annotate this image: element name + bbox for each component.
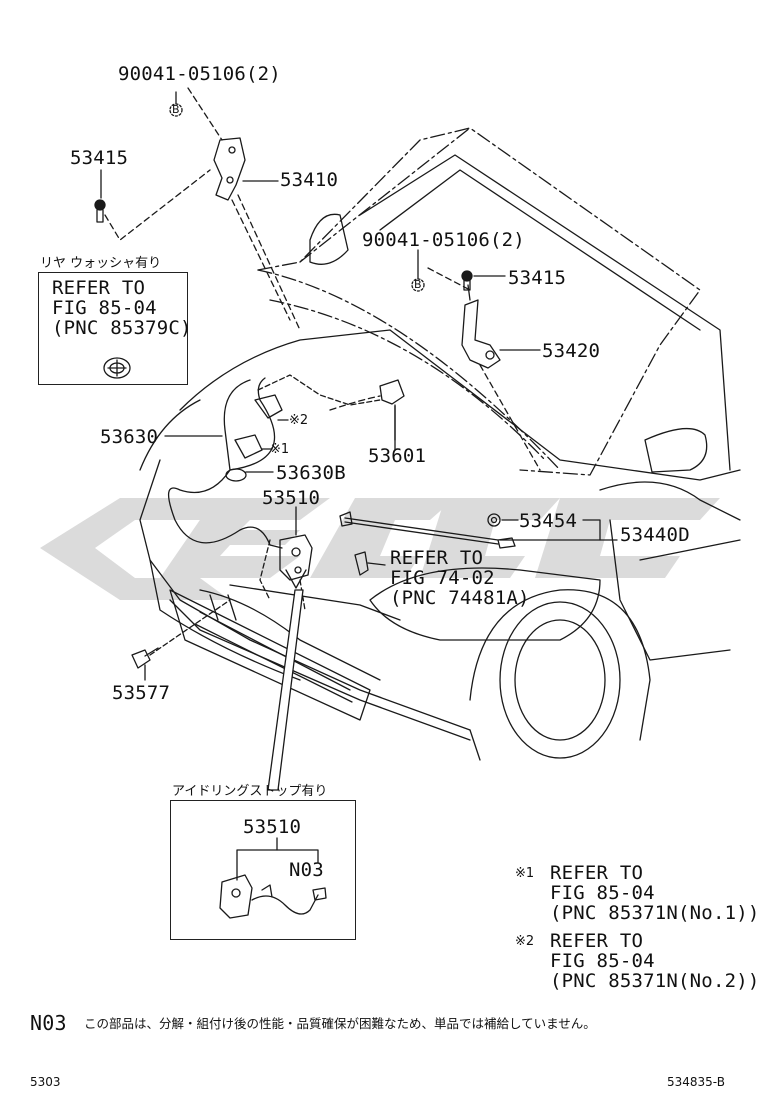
label-53415-right: 53415: [508, 267, 567, 289]
label-53630b: 53630B: [276, 462, 346, 484]
label-53630: 53630: [100, 426, 159, 448]
support-rod-53440d: [344, 517, 499, 541]
release-cable-53630: [168, 379, 271, 546]
refer-fig-74-02: REFER TO FIG 74-02 (PNC 74481A): [390, 547, 530, 609]
mirror-left: [309, 213, 349, 265]
label-90041-top: 90041-05106(2): [118, 63, 281, 85]
note2-text: REFER TO FIG 85-04 (PNC 85371N(No.2)): [550, 930, 760, 992]
clip-note2: [254, 394, 283, 419]
idle-stop-box: [170, 800, 356, 940]
watermark: [40, 498, 720, 600]
note1-mark: ※1: [515, 866, 535, 881]
footnote-text: この部品は、分解・組付け後の性能・品質確保が困難なため、単品では補給していません…: [84, 1016, 596, 1031]
b-marker-top-label: B: [172, 103, 180, 116]
note2-mark: ※2: [515, 934, 535, 949]
bolt-53415-right: [461, 270, 473, 291]
rear-washer-header: リヤ ウォッシャ有り: [40, 256, 162, 271]
label-53440d: 53440D: [620, 524, 690, 546]
bolt-53577: [131, 647, 159, 669]
idle-stop-part: 53510: [243, 816, 302, 838]
hood-lock-53601: [379, 379, 405, 405]
clip-note1: [234, 434, 263, 459]
page-number: 5303: [30, 1075, 61, 1089]
idle-stop-subpart: N03: [289, 859, 324, 881]
label-53510: 53510: [262, 487, 321, 509]
idle-stop-header: アイドリングストップ有り: [172, 784, 328, 799]
label-53410: 53410: [280, 169, 339, 191]
label-53577: 53577: [112, 682, 171, 704]
idle-stop-latch: [219, 874, 327, 919]
front-wheel: [499, 601, 621, 759]
drawing-id: 534835-B: [667, 1075, 725, 1089]
clip-53630b: [225, 468, 247, 482]
rear-washer-box: [38, 272, 188, 385]
label-53454: 53454: [519, 510, 578, 532]
front-grille: [169, 589, 371, 721]
footnote-code: N03: [30, 1011, 67, 1035]
b-marker-mid-label: B: [414, 278, 422, 291]
hinge-right: [461, 299, 501, 369]
washer-nozzle-icon: [103, 357, 131, 379]
label-53420: 53420: [542, 340, 601, 362]
front-wheel-arch: [469, 589, 651, 741]
label-90041-mid: 90041-05106(2): [362, 229, 525, 251]
hood-latch-53510: [279, 534, 313, 581]
note1-text: REFER TO FIG 85-04 (PNC 85371N(No.1)): [550, 862, 760, 924]
hinge-left: [213, 137, 246, 201]
label-53415-left: 53415: [70, 147, 129, 169]
label-53601: 53601: [368, 445, 427, 467]
bolt-53415-left: [94, 199, 106, 223]
hood-outline: [257, 127, 701, 476]
label-note2-mark: ※2: [289, 413, 309, 428]
grommet-53454: [487, 513, 501, 527]
label-note1-mark: ※1: [270, 442, 290, 457]
mirror-right: [644, 427, 708, 473]
rear-washer-refer: REFER TO FIG 85-04 (PNC 85379C): [52, 277, 192, 339]
